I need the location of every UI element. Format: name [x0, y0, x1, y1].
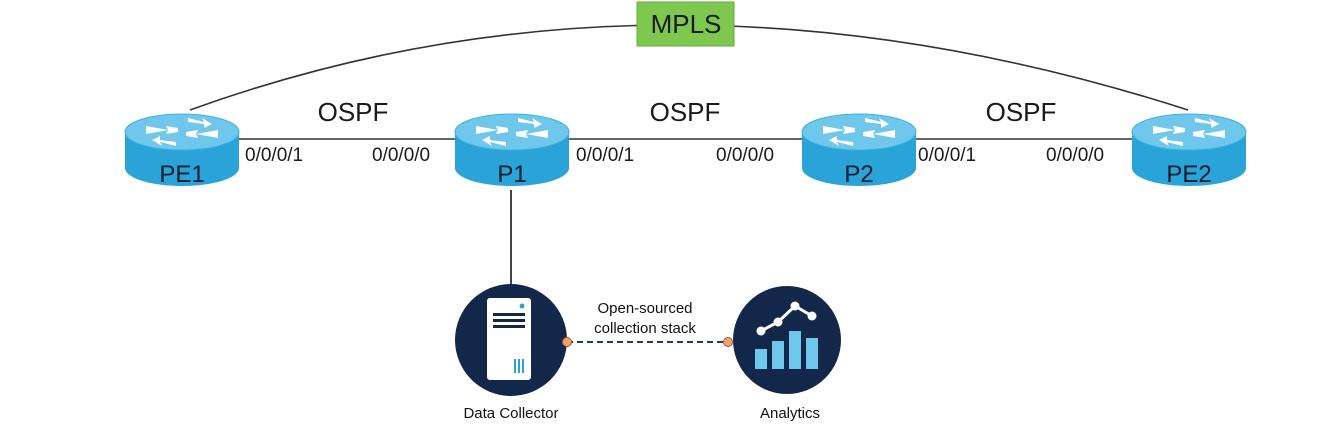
data-collector-node[interactable]: [455, 284, 567, 396]
collection-link-label-line1: Open-sourced: [597, 300, 692, 317]
ospf-label-pe1-p1: OSPF: [318, 97, 389, 127]
router-pe1[interactable]: PE1: [124, 113, 240, 188]
router-label: PE2: [1166, 161, 1211, 188]
ospf-label-p2-pe2: OSPF: [986, 97, 1057, 127]
link-endpoint: [562, 337, 572, 347]
port-label: 0/0/0/1: [245, 145, 303, 166]
port-label: 0/0/0/1: [918, 145, 976, 166]
server-icon: [487, 298, 531, 380]
analytics-node[interactable]: [733, 286, 841, 394]
ospf-label-p1-p2: OSPF: [650, 97, 721, 127]
router-p2[interactable]: P2: [801, 113, 917, 188]
router-pe2[interactable]: PE2: [1131, 113, 1247, 188]
port-label: 0/0/0/1: [576, 145, 634, 166]
analytics-chart-icon: [755, 301, 818, 369]
router-p1[interactable]: P1: [454, 113, 570, 188]
router-label: P1: [497, 161, 526, 188]
router-label: P2: [844, 161, 873, 188]
link-endpoint: [723, 337, 733, 347]
data-collector-label: Data Collector: [463, 405, 558, 422]
collection-link-label-line2: collection stack: [594, 320, 696, 337]
mpls-label: MPLS: [651, 9, 722, 39]
mpls-label-box: MPLS: [636, 1, 735, 47]
analytics-label: Analytics: [760, 405, 820, 422]
port-label: 0/0/0/0: [716, 145, 774, 166]
router-label: PE1: [159, 161, 204, 188]
port-label: 0/0/0/0: [372, 145, 430, 166]
port-label: 0/0/0/0: [1046, 145, 1104, 166]
